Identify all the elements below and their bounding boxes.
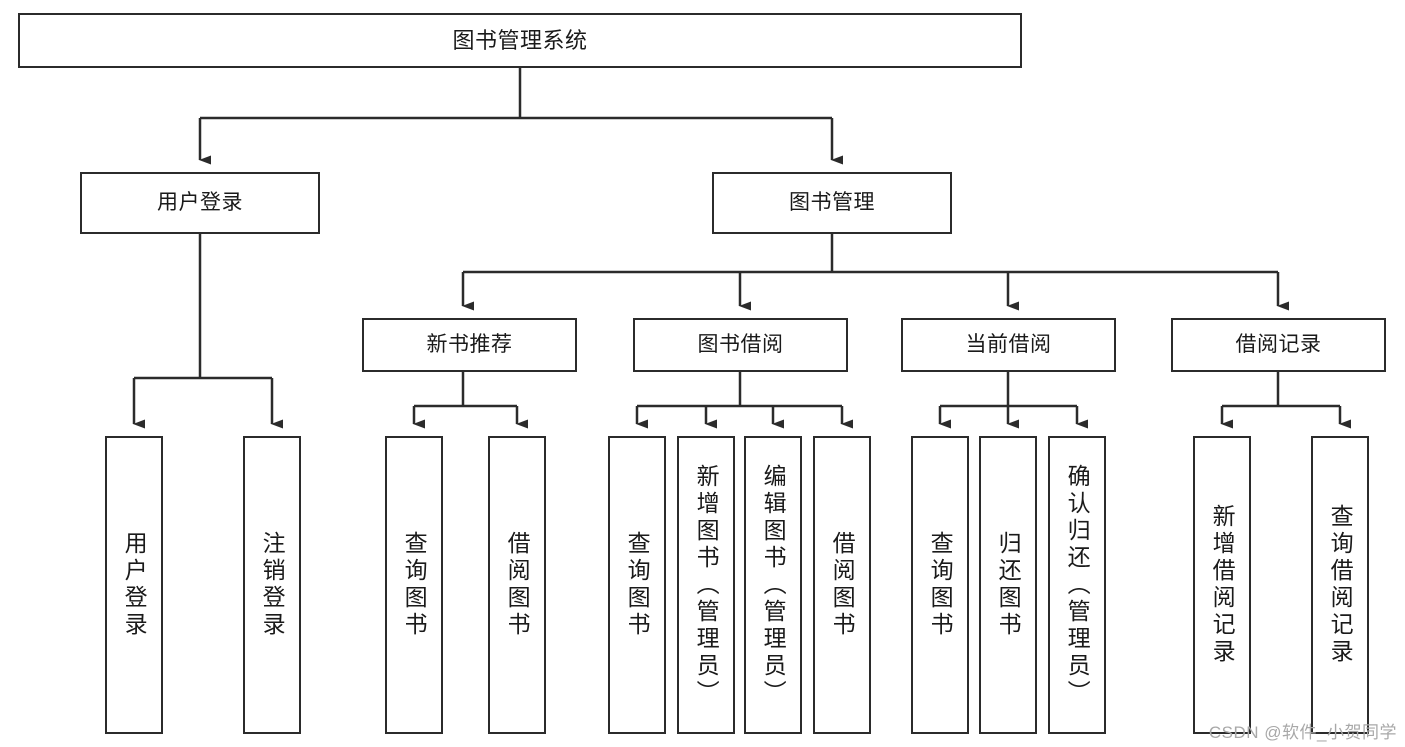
leaf-node[interactable]: 查询图书 bbox=[608, 436, 666, 734]
node-label: 用户登录 bbox=[157, 190, 243, 214]
node-label: 图书管理 bbox=[789, 190, 875, 214]
node-label: 借阅图书 bbox=[504, 531, 531, 639]
node-new-book-recommend[interactable]: 新书推荐 bbox=[362, 318, 577, 372]
node-label: 新书推荐 bbox=[426, 332, 513, 356]
node-label: 当前借阅 bbox=[965, 332, 1052, 356]
leaf-node[interactable]: 新增图书（管理员） bbox=[677, 436, 735, 734]
node-book-borrow[interactable]: 图书借阅 bbox=[633, 318, 848, 372]
leaf-node[interactable]: 借阅图书 bbox=[813, 436, 871, 734]
leaf-node[interactable]: 借阅图书 bbox=[488, 436, 546, 734]
node-user-login[interactable]: 用户登录 bbox=[80, 172, 320, 234]
node-label: 查询图书 bbox=[401, 531, 428, 639]
leaf-node[interactable]: 注销登录 bbox=[243, 436, 301, 734]
node-current-borrow[interactable]: 当前借阅 bbox=[901, 318, 1116, 372]
leaf-node[interactable]: 确认归还（管理员） bbox=[1048, 436, 1106, 734]
node-label: 图书借阅 bbox=[697, 332, 784, 356]
node-label: 归还图书 bbox=[995, 531, 1022, 639]
leaf-node[interactable]: 查询图书 bbox=[911, 436, 969, 734]
node-label: 编辑图书（管理员） bbox=[760, 463, 787, 707]
leaf-node[interactable]: 编辑图书（管理员） bbox=[744, 436, 802, 734]
node-label: 查询图书 bbox=[927, 531, 954, 639]
watermark-text: CSDN @软件_小贺同学 bbox=[1208, 723, 1397, 742]
node-label: 查询图书 bbox=[624, 531, 651, 639]
node-label: 借阅记录 bbox=[1235, 332, 1322, 356]
node-label: 确认归还（管理员） bbox=[1064, 463, 1091, 707]
node-label: 图书管理系统 bbox=[452, 27, 588, 53]
node-label: 用户登录 bbox=[121, 531, 148, 639]
leaf-node[interactable]: 新增借阅记录 bbox=[1193, 436, 1251, 734]
node-label: 借阅图书 bbox=[829, 531, 856, 639]
leaf-node[interactable]: 查询图书 bbox=[385, 436, 443, 734]
node-label: 新增图书（管理员） bbox=[693, 463, 720, 707]
node-book-management[interactable]: 图书管理 bbox=[712, 172, 952, 234]
node-root-system[interactable]: 图书管理系统 bbox=[18, 13, 1022, 68]
node-borrow-record[interactable]: 借阅记录 bbox=[1171, 318, 1386, 372]
leaf-node[interactable]: 归还图书 bbox=[979, 436, 1037, 734]
leaf-node[interactable]: 查询借阅记录 bbox=[1311, 436, 1369, 734]
node-label: 新增借阅记录 bbox=[1209, 504, 1236, 666]
leaf-node[interactable]: 用户登录 bbox=[105, 436, 163, 734]
node-label: 查询借阅记录 bbox=[1327, 504, 1354, 666]
node-label: 注销登录 bbox=[259, 531, 286, 639]
